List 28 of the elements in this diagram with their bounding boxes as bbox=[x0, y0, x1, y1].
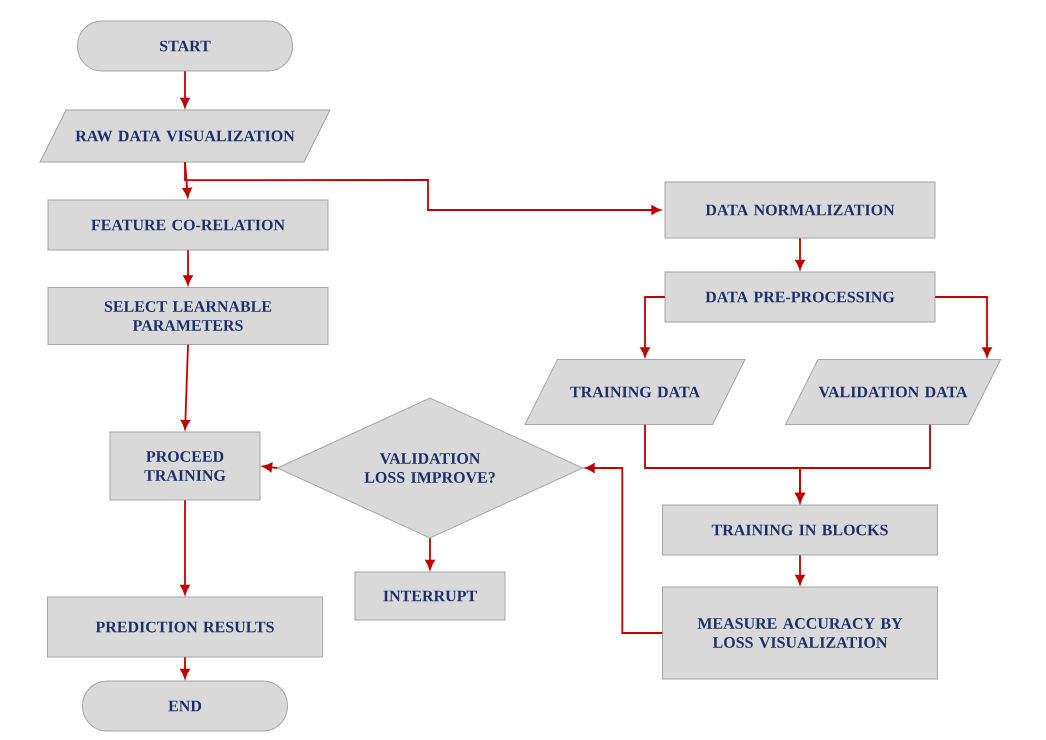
arrow bbox=[262, 462, 279, 472]
process-box: INTERRUPT bbox=[354, 571, 506, 621]
process-box: TRAINING IN BLOCKS bbox=[662, 504, 938, 556]
process-box: MEASURE ACCURACY BY LOSS VISUALIZATION bbox=[662, 586, 938, 680]
arrow bbox=[183, 249, 193, 286]
data-parallelogram: RAW DATA VISUALIZATION bbox=[39, 109, 331, 163]
arrow bbox=[180, 70, 190, 108]
process-box: DATA PRE-PROCESSING bbox=[664, 271, 936, 323]
arrow bbox=[934, 296, 992, 358]
arrow bbox=[184, 161, 662, 215]
arrow bbox=[584, 463, 664, 634]
process-box: DATA NORMALIZATION bbox=[664, 181, 936, 239]
arrow bbox=[795, 554, 805, 585]
process-box: PROCEED TRAINING bbox=[109, 431, 261, 501]
process-box: FEATURE CO-RELATION bbox=[47, 199, 329, 251]
arrow bbox=[180, 656, 190, 679]
process-box: SELECT LEARNABLE PARAMETERS bbox=[47, 287, 329, 345]
arrow bbox=[795, 237, 805, 270]
arrow bbox=[180, 343, 191, 430]
arrow bbox=[180, 499, 190, 595]
process-box: PREDICTION RESULTS bbox=[47, 596, 323, 658]
arrow bbox=[795, 423, 931, 503]
data-parallelogram: TRAINING DATA bbox=[524, 359, 746, 425]
arrow bbox=[640, 296, 666, 358]
data-parallelogram: VALIDATION DATA bbox=[785, 359, 1001, 425]
arrow bbox=[425, 537, 435, 570]
start-terminal: START bbox=[77, 20, 293, 72]
end-terminal: END bbox=[82, 680, 288, 732]
